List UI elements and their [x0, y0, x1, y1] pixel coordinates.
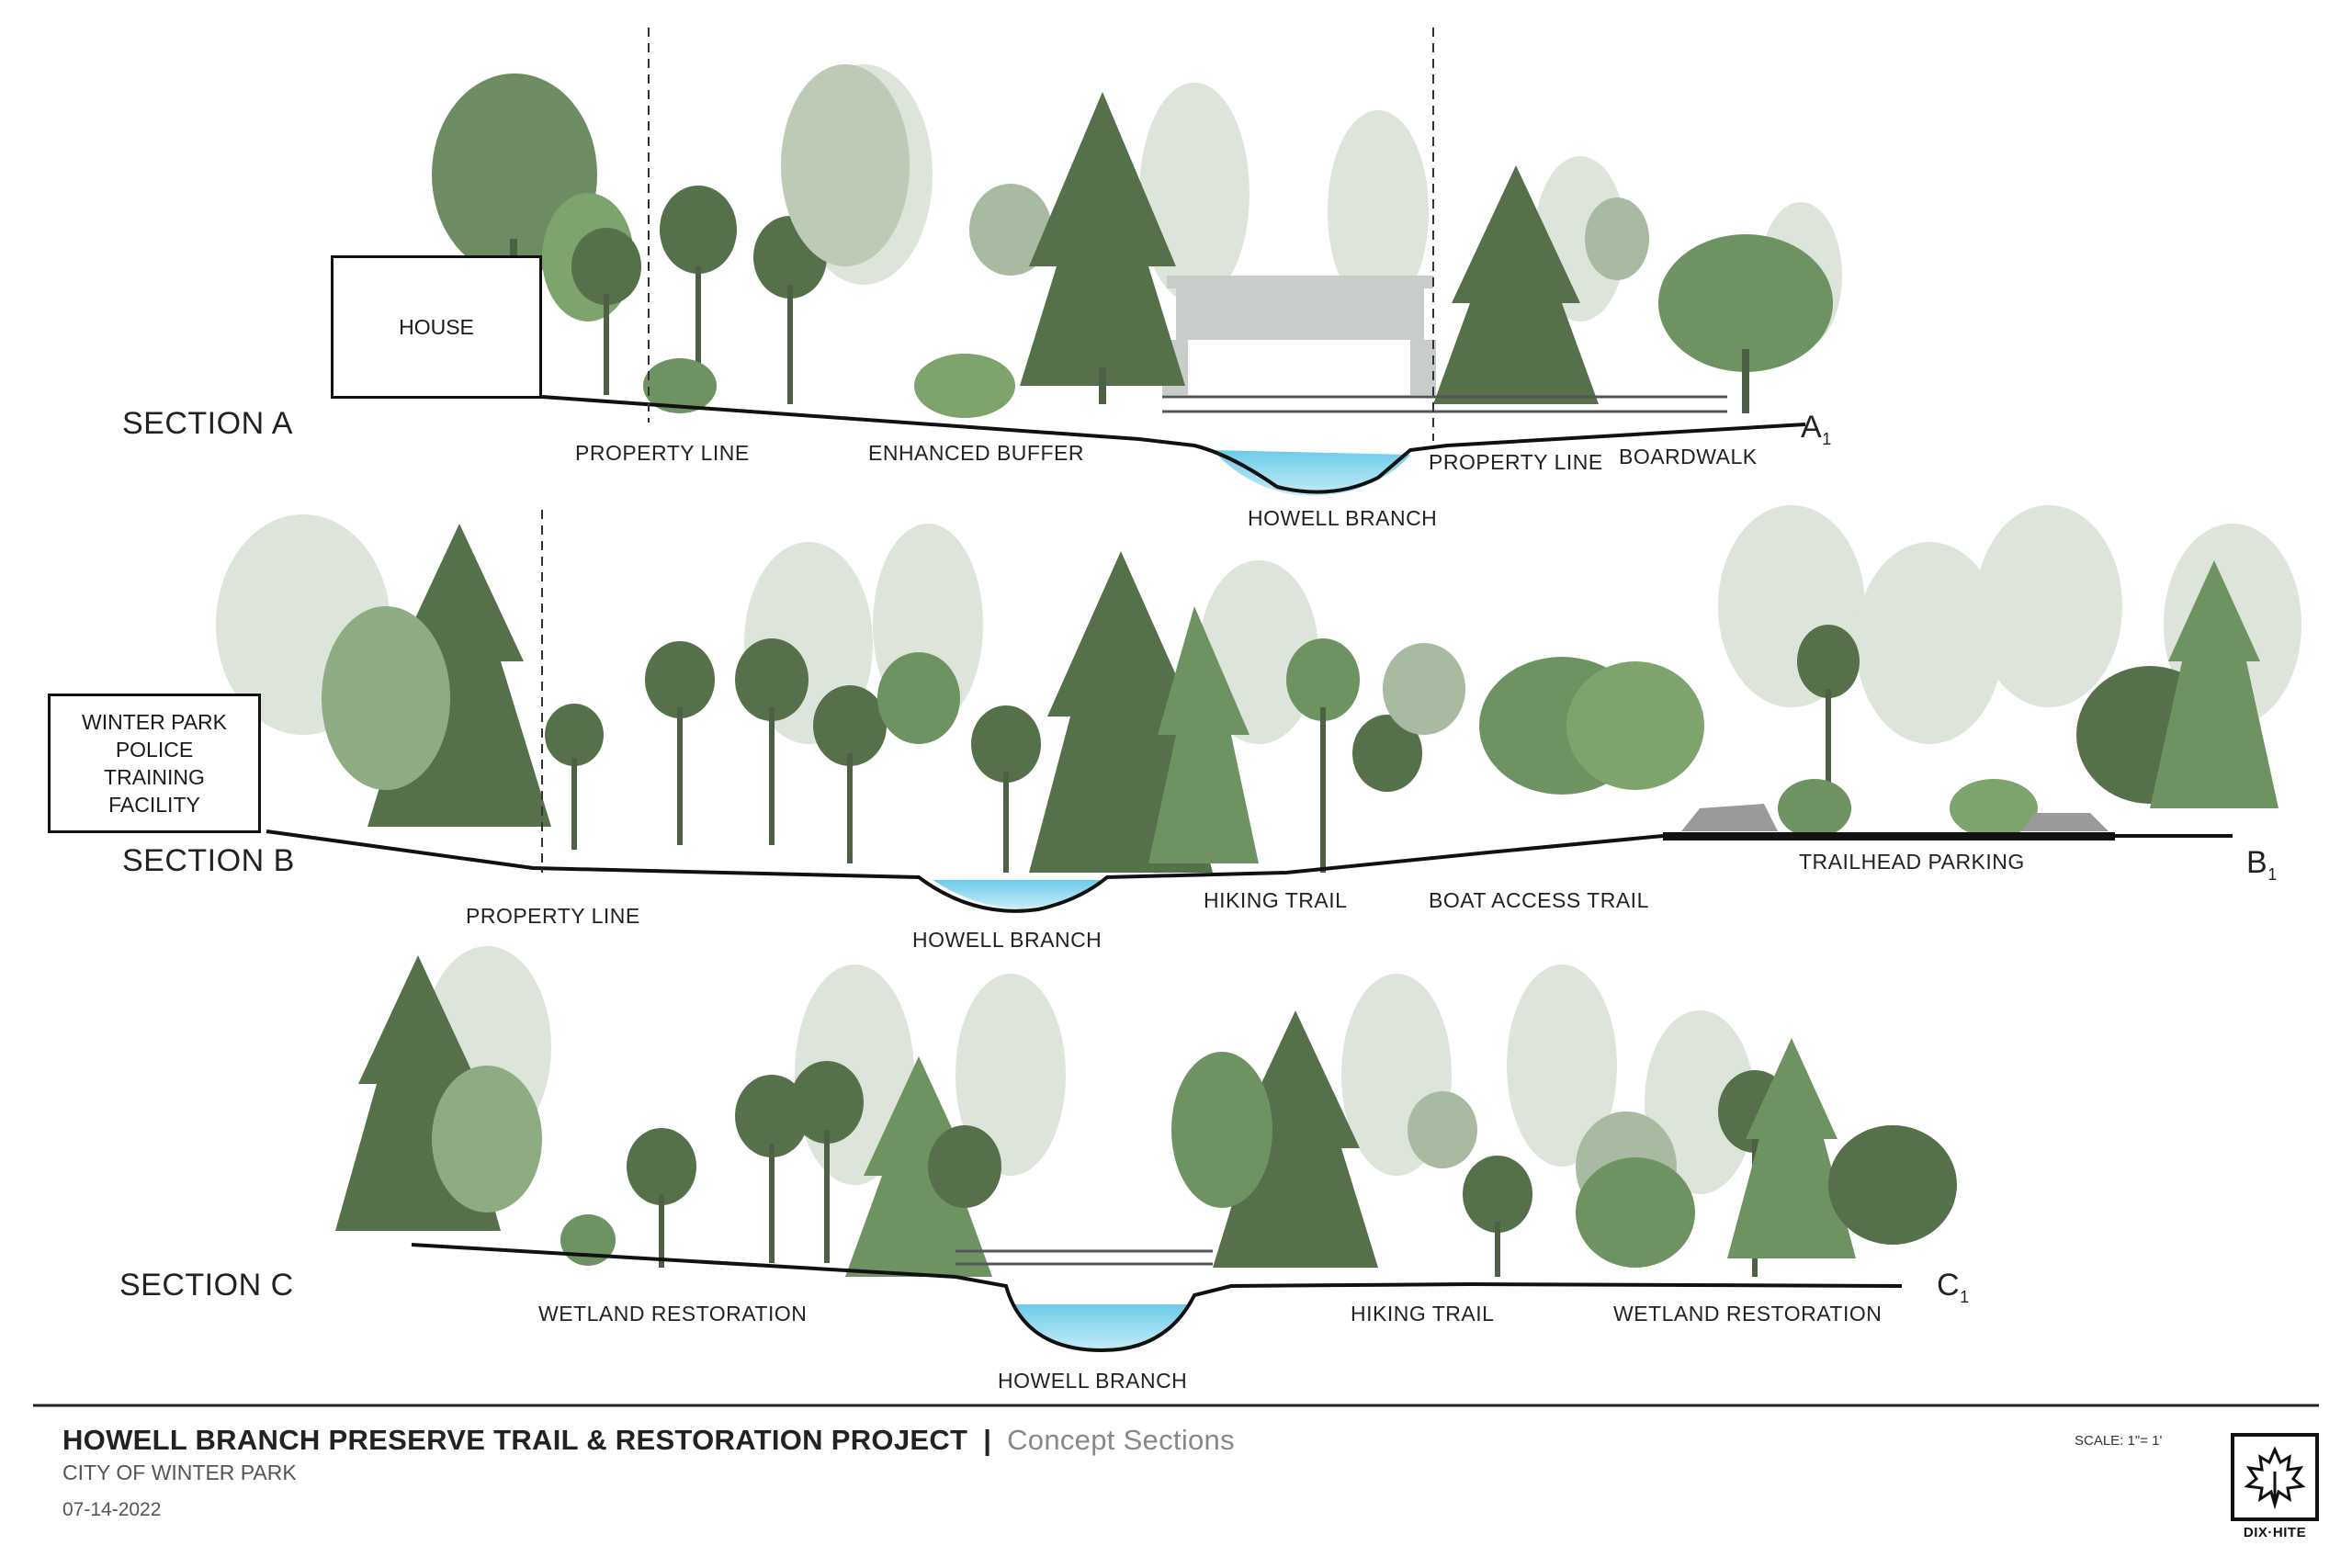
section-b-parking-pad	[1663, 832, 2115, 840]
section-b-howell-branch-label: HOWELL BRANCH	[912, 928, 1102, 952]
section-a-marker-sub: 1	[1822, 429, 1832, 448]
drawing-scale: SCALE: 1"= 1'	[2075, 1433, 2163, 1449]
section-b-parked-cars	[1681, 804, 2109, 831]
section-c-title: SECTION C	[119, 1268, 294, 1303]
section-b-title: SECTION B	[122, 843, 295, 878]
section-b-marker-sub: 1	[2267, 864, 2278, 884]
house-box: HOUSE	[331, 255, 542, 399]
house-label: HOUSE	[399, 315, 474, 339]
section-b-trees	[322, 524, 2278, 873]
section-a-enhanced-buffer-label: ENHANCED BUFFER	[868, 441, 1084, 465]
section-b-end-marker: B1	[2246, 845, 2278, 885]
maple-leaf-icon	[2244, 1446, 2306, 1510]
section-b-background-trees	[216, 505, 2301, 744]
section-a-title: SECTION A	[122, 406, 293, 441]
section-a-ground-line	[541, 395, 1806, 494]
dix-hite-logo	[2231, 1433, 2319, 1521]
section-a-boardwalk-label: BOARDWALK	[1619, 445, 1758, 468]
section-c-wetland-restoration-right-label: WETLAND RESTORATION	[1613, 1302, 1883, 1325]
section-b-property-line-label: PROPERTY LINE	[466, 904, 640, 928]
sheet-date: 07-14-2022	[62, 1499, 162, 1520]
section-c-howell-branch-label: HOWELL BRANCH	[998, 1369, 1188, 1393]
section-b-hiking-trail-label: HIKING TRAIL	[1204, 888, 1348, 912]
section-b-ground-line	[266, 829, 2233, 913]
section-c-marker-sub: 1	[1960, 1287, 1970, 1306]
section-a-trees	[432, 64, 1833, 418]
section-b-trailhead-parking-label: TRAILHEAD PARKING	[1799, 850, 2025, 874]
title-separator: |	[983, 1424, 992, 1456]
section-a-boardwalk	[1162, 395, 1727, 413]
client-name: CITY OF WINTER PARK	[62, 1461, 297, 1484]
section-c-background-trees	[423, 946, 1755, 1194]
section-c-trees	[335, 955, 1957, 1277]
section-a-property-line-right-label: PROPERTY LINE	[1429, 450, 1603, 474]
section-c-marker-letter: C	[1937, 1268, 1961, 1303]
section-a-marker-letter: A	[1801, 410, 1823, 445]
section-a-end-marker: A1	[1801, 410, 1832, 449]
section-a-graphic	[432, 28, 1842, 496]
dix-hite-wordmark: DIX·HITE	[2243, 1525, 2307, 1540]
section-b-howell-branch-water	[933, 880, 1102, 908]
section-c-ground-line	[411, 1243, 1903, 1353]
section-c-footbridge	[956, 1249, 1213, 1266]
project-title-block: HOWELL BRANCH PRESERVE TRAIL & RESTORATI…	[62, 1424, 1235, 1457]
section-b-graphic	[216, 505, 2301, 913]
section-b-marker-letter: B	[2246, 845, 2268, 880]
police-training-facility-label: WINTER PARK POLICE TRAINING FACILITY	[81, 710, 228, 817]
project-title: HOWELL BRANCH PRESERVE TRAIL & RESTORATI…	[62, 1424, 968, 1456]
section-c-howell-branch-water	[1015, 1304, 1190, 1350]
section-b-boat-access-trail-label: BOAT ACCESS TRAIL	[1429, 888, 1649, 912]
section-a-howell-branch-water	[1213, 450, 1410, 496]
sheet-subtitle: Concept Sections	[1007, 1424, 1235, 1456]
section-c-end-marker: C1	[1937, 1268, 1970, 1307]
section-a-howell-branch-label: HOWELL BRANCH	[1248, 506, 1438, 530]
police-training-facility-box: WINTER PARK POLICE TRAINING FACILITY	[48, 694, 261, 833]
section-c-hiking-trail-label: HIKING TRAIL	[1351, 1302, 1495, 1325]
section-c-graphic	[335, 946, 1957, 1353]
section-a-property-line-label: PROPERTY LINE	[575, 441, 750, 465]
section-a-bridge	[1162, 276, 1436, 395]
section-c-wetland-restoration-left-label: WETLAND RESTORATION	[538, 1302, 808, 1325]
